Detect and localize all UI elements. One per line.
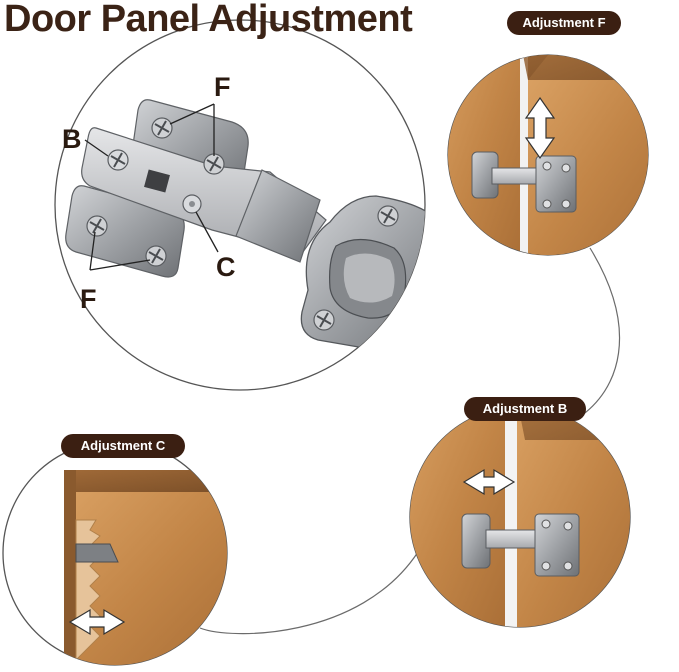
- arrow-horizontal-icon-b: [462, 468, 516, 496]
- page-title: Door Panel Adjustment: [4, 0, 413, 40]
- screw-f-bottom-1: [86, 215, 108, 237]
- callout-f-top: F: [214, 72, 231, 102]
- callout-f-bottom: F: [80, 284, 97, 314]
- screw-cup-1: [377, 205, 399, 227]
- pointer-lines: [84, 103, 219, 271]
- arrow-vertical-icon: [524, 96, 556, 160]
- adjustment-b-circle: [409, 406, 631, 628]
- arrow-horizontal-icon-c: [68, 608, 126, 636]
- screw-f-bottom-2: [145, 245, 167, 267]
- hinge-elbow: [235, 169, 321, 263]
- arm-slot: [144, 169, 170, 193]
- label-adjustment-c: Adjustment C: [61, 434, 185, 458]
- connector-line: [199, 247, 621, 635]
- adjustment-c-circle: [2, 440, 228, 666]
- callout-c: C: [216, 252, 236, 282]
- screw-f-top-1: [151, 117, 173, 139]
- screw-c: [182, 194, 202, 214]
- label-adjustment-f: Adjustment F: [507, 11, 621, 35]
- callout-b: B: [62, 124, 82, 154]
- hinge-detail-circle: [54, 19, 426, 391]
- screw-cup-2: [313, 309, 335, 331]
- label-adjustment-b: Adjustment B: [464, 397, 586, 421]
- screw-f-top-2: [203, 153, 225, 175]
- adjustment-f-circle: [447, 54, 649, 256]
- screw-b: [107, 149, 129, 171]
